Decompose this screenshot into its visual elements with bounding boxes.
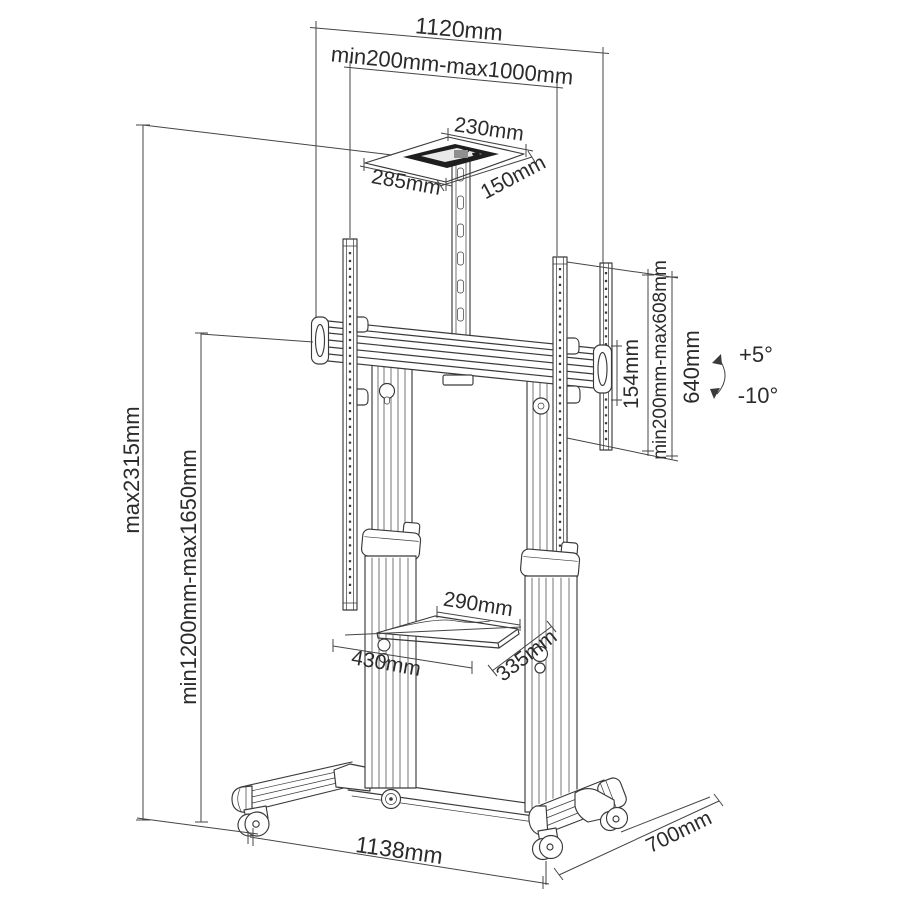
end-plate-height-label: 154mm bbox=[620, 339, 643, 409]
left-base-leg bbox=[231, 761, 361, 814]
top-shelf-plate bbox=[364, 136, 525, 183]
base-width-label: 1138mm bbox=[354, 831, 445, 869]
plate-depth-label: 150mm bbox=[477, 151, 550, 204]
left-rail-clamps bbox=[356, 316, 369, 406]
left-lower-column bbox=[364, 555, 417, 789]
dim-rail-height: 640mm bbox=[666, 271, 704, 459]
pole-clamp bbox=[442, 374, 474, 386]
dim-end-plate-height: 154mm bbox=[611, 339, 643, 409]
front-right-caster bbox=[531, 827, 564, 861]
back-right-caster bbox=[599, 806, 629, 832]
max-height-label: max2315mm bbox=[119, 406, 144, 533]
shelf-back-width-label: 290mm bbox=[442, 588, 515, 622]
tilt-up-label: +5° bbox=[739, 342, 773, 367]
right-tilt-knob bbox=[532, 397, 550, 415]
middle-wheel bbox=[380, 788, 402, 810]
dim-screen-height-range: min1200mm-max1650mm bbox=[176, 332, 314, 823]
dim-max-height: max2315mm bbox=[119, 124, 393, 835]
front-left-caster bbox=[237, 805, 270, 837]
right-lower-column bbox=[524, 575, 578, 813]
screen-height-range-label: min1200mm-max1650mm bbox=[176, 449, 201, 705]
vesa-width-range-label: min200mm-max1000mm bbox=[330, 41, 575, 89]
left-collar bbox=[360, 521, 422, 561]
right-shelf-knob bbox=[531, 645, 549, 674]
left-tilt-knob bbox=[378, 382, 396, 405]
right-base-leg bbox=[528, 777, 627, 837]
left-shelf-knob bbox=[377, 638, 391, 664]
tilt-range-annotation: +5° -10° bbox=[710, 342, 778, 408]
dim-base-width: 1138mm bbox=[247, 828, 550, 889]
tilt-down-label: -10° bbox=[738, 383, 779, 408]
crossbar bbox=[327, 320, 595, 389]
center-pole bbox=[451, 155, 471, 353]
dimension-annotations: 1120mm min200mm-max1000mm 230mm 285mm 15… bbox=[119, 12, 778, 889]
dim-vesa-height-range: min200mm-max608mm bbox=[566, 260, 679, 462]
base-depth-label: 700mm bbox=[642, 806, 715, 857]
rail-height-label: 640mm bbox=[679, 330, 704, 403]
vesa-height-range-label: min200mm-max608mm bbox=[650, 260, 671, 460]
av-shelf bbox=[376, 615, 520, 649]
tv-cart-drawing bbox=[231, 136, 629, 861]
left-vesa-rail bbox=[342, 238, 369, 611]
crossbar-end-caps bbox=[310, 316, 613, 394]
plate-front-width-label: 285mm bbox=[370, 165, 443, 200]
overall-width-label: 1120mm bbox=[414, 12, 504, 46]
right-rail-clamps bbox=[566, 337, 581, 404]
